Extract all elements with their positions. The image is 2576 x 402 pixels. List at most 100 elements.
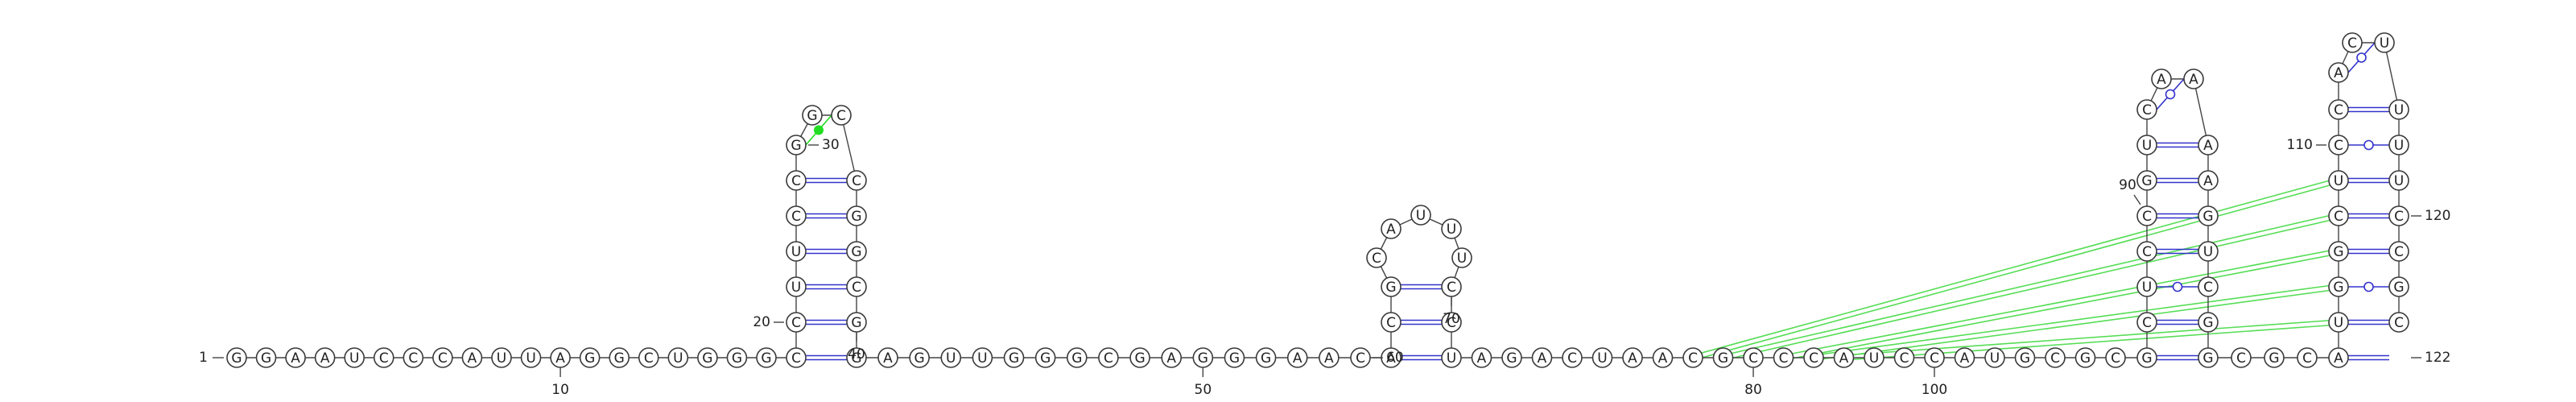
nucleotide: C (2328, 205, 2349, 226)
nucleotide: C (2231, 347, 2252, 368)
nucleotide-letter: A (2334, 65, 2343, 81)
nucleotide-circle (1682, 347, 1703, 368)
nucleotide-letter: G (2202, 209, 2213, 225)
nucleotide-circle (2328, 347, 2349, 368)
nucleotide-letter: U (1416, 208, 1426, 224)
canonical-base-pair (2348, 213, 2389, 219)
canonical-base-pair (2348, 106, 2389, 113)
nucleotide-letter: G (2202, 315, 2213, 331)
nucleotide-circle (2328, 276, 2349, 297)
nucleotide-circle (2198, 347, 2219, 368)
nucleotide: U (972, 347, 993, 368)
nucleotide-letter: A (468, 350, 477, 367)
nucleotide: C (432, 347, 453, 368)
canonical-base-pair (806, 319, 847, 325)
backbone-layer (237, 42, 2400, 358)
nucleotide-circle (1350, 347, 1371, 368)
nucleotide-letter: G (614, 350, 625, 367)
nucleotide-circle (1286, 347, 1308, 368)
nucleotide-circle (1441, 218, 1462, 239)
nucleotide: U (786, 241, 807, 262)
nucleotide: G (1034, 347, 1056, 368)
nucleotide-circle (2105, 347, 2126, 368)
nucleotide-letter: G (1040, 350, 1051, 367)
nucleotide-letter: C (2347, 35, 2357, 52)
nucleotide-circle (846, 170, 867, 191)
nucleotide-letter: U (2394, 102, 2404, 118)
nucleotide-circle (2151, 68, 2172, 89)
side-position-label: 90 (2119, 177, 2136, 193)
nucleotide-letter: C (2203, 280, 2213, 296)
nucleotide-circle (2328, 62, 2349, 83)
nucleotide-letter: A (1477, 350, 1487, 367)
nucleotide-circle (2136, 312, 2157, 333)
nucleotide: U (2388, 99, 2409, 120)
nucleotide: C (2388, 312, 2409, 333)
nucleotide: C (786, 170, 807, 191)
nucleotide: C (2388, 241, 2409, 262)
nucleotide-letter: A (1839, 350, 1849, 367)
nucleotide-letter: C (2142, 102, 2152, 118)
nucleotide: C (831, 105, 852, 126)
nucleotide-circle (609, 347, 630, 368)
nucleotide-letter: G (851, 244, 861, 260)
nucleotide-letter: U (2394, 138, 2404, 154)
nucleotide: U (2328, 312, 2349, 333)
nucleotide-letter: G (807, 108, 817, 124)
canonical-base-pair (2157, 319, 2198, 325)
nucleotide: A (2183, 68, 2204, 89)
nucleotide-circle (972, 347, 993, 368)
nucleotide: A (1161, 347, 1182, 368)
axis-position-label: 10 (551, 382, 569, 398)
nucleotide-circle (1003, 347, 1025, 368)
nucleotide-circle (2388, 135, 2409, 155)
canonical-base-pair (1401, 354, 1442, 361)
nucleotide-circle (831, 105, 852, 126)
nucleotide: U (1441, 347, 1462, 368)
nucleotide-letter: G (1198, 350, 1208, 367)
nucleotide-letter: A (1386, 350, 1396, 367)
nucleotide-letter: G (2141, 173, 2152, 189)
nucleotide-circle (2297, 347, 2318, 368)
nucleotide-circle (1712, 347, 1734, 368)
nucleotide-circle (1773, 347, 1794, 368)
nucleotide-circle (786, 205, 807, 226)
nucleotide-circle (2014, 347, 2036, 368)
nucleotide-circle (255, 347, 277, 368)
nucleotide-circle (461, 347, 483, 368)
nucleotide-letter: A (2334, 350, 2343, 367)
nucleotide-circle (2136, 135, 2157, 155)
nucleotide: U (667, 347, 689, 368)
nucleotide-circle (2328, 170, 2349, 191)
wobble-base-pair (2347, 42, 2376, 73)
nucleotide-letter: C (1356, 350, 1365, 367)
nucleotide-letter: G (851, 350, 861, 367)
nucleotide-circle (1319, 347, 1340, 368)
nucleotide: C (1893, 347, 1915, 368)
nucleotide-letter: C (2142, 209, 2152, 225)
nucleotide-letter: G (231, 350, 242, 367)
canonical-base-pair (806, 284, 847, 290)
nucleotide: C (2045, 347, 2066, 368)
nucleotide: G (697, 347, 718, 368)
nucleotide-letter: G (1718, 350, 1728, 367)
nucleotide: U (1441, 218, 1462, 239)
position-tick (2133, 194, 2141, 205)
nucleotide: U (2388, 170, 2409, 191)
nucleotide-circle (940, 347, 962, 368)
nucleotide-letter: C (1748, 350, 1758, 367)
nucleotide: U (2136, 276, 2157, 297)
nucleotide-letter: C (2050, 350, 2060, 367)
nucleotide-circle (846, 205, 867, 226)
pseudoknot-layer (1692, 177, 2339, 361)
backbone-segment (2193, 78, 2209, 146)
nucleotide-circle (1067, 347, 1088, 368)
nucleotide-letter: A (1628, 350, 1637, 367)
nucleotide-letter: C (408, 350, 418, 367)
canonical-base-pair (806, 177, 847, 184)
nucleotide-circle (697, 347, 718, 368)
nucleotide-circle (2198, 276, 2219, 297)
nucleotide-circle (2136, 99, 2157, 120)
